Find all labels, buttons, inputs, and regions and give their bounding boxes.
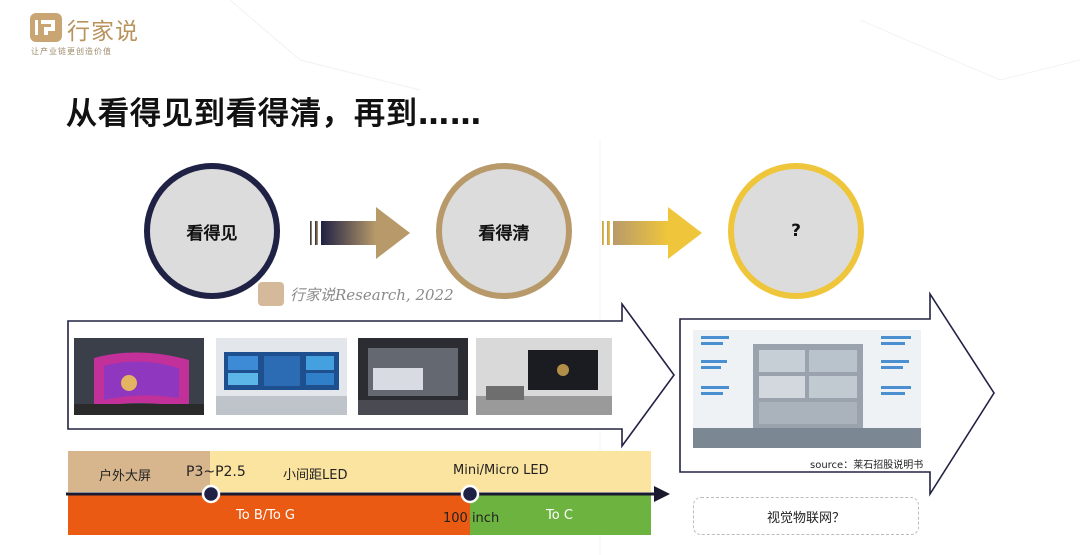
home-theater-wall-photo (476, 338, 612, 415)
brand-slogan: 让产业链更创造价值 (31, 47, 112, 56)
label-100-inch: 100 inch (443, 511, 500, 526)
timeline-b2b-band (68, 495, 470, 535)
smart-home-iot-diagram (693, 330, 921, 448)
label-to-c: To C (546, 508, 573, 523)
research-watermark: 行家说Research, 2022 (258, 280, 478, 308)
page-title: 从看得见到看得清，再到…… (66, 96, 482, 132)
stage-circle-clear: 看得清 (436, 163, 572, 299)
label-fine-pitch-led: 小间距LED (283, 468, 348, 483)
label-to-b-to-g: To B/To G (236, 508, 296, 523)
timeline-marker-dot (460, 484, 480, 504)
brand-logo-icon (30, 13, 62, 42)
arrow-right-icon (310, 207, 410, 259)
image-source-caption: source：莱石招股说明书 (810, 460, 924, 471)
label-pixel-pitch: P3~P2.5 (186, 464, 246, 480)
timeline-axis (66, 486, 670, 502)
transparent-display-photo (358, 338, 468, 415)
watermark-logo-icon (258, 282, 284, 306)
stage-label: 看得清 (478, 223, 530, 244)
timeline-outdoor-band (68, 451, 210, 492)
timeline-marker-dot (201, 484, 221, 504)
stage-label: ? (791, 221, 801, 241)
label-outdoor-screen: 户外大屏 (99, 469, 152, 484)
stage-circle-unknown: ? (728, 163, 864, 299)
control-room-wall-photo (216, 338, 347, 415)
brand-name: 行家说 (67, 19, 139, 45)
arrow-right-icon (602, 207, 702, 259)
stage-label: 看得见 (186, 223, 238, 244)
stage-circle-visible: 看得见 (144, 163, 280, 299)
outdoor-large-screen-photo (74, 338, 204, 415)
iot-label: 视觉物联网？ (766, 510, 845, 526)
timeline-b2c-band (470, 495, 651, 535)
iot-question-box: 视觉物联网？ (693, 497, 919, 535)
label-mini-micro-led: Mini/Micro LED (453, 463, 549, 478)
watermark-text: 行家说Research, 2022 (290, 286, 454, 304)
